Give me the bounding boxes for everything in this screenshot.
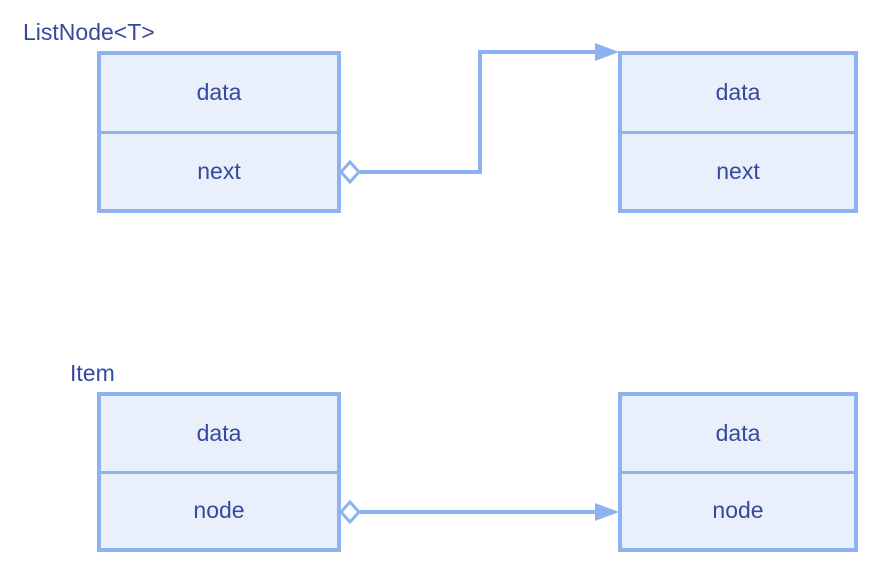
connector-listnode [338,43,619,185]
aggregation-diamond-icon [338,159,362,185]
listnode-box-left: data next [97,51,341,213]
field-node: node [622,470,854,549]
arrowhead-icon [595,43,619,61]
item-box-right: data node [618,392,858,552]
connector-line-listnode [360,50,595,174]
field-data: data [715,419,761,446]
connector-item [338,499,619,525]
field-data: data [196,79,242,106]
field-node: node [101,470,337,549]
arrowhead-icon [595,503,619,521]
field-data: data [196,419,242,446]
field-next: next [101,130,337,210]
field-data: data [715,79,761,106]
item-box-left: data node [97,392,341,552]
listnode-box-right: data next [618,51,858,213]
aggregation-diamond-icon [338,499,362,525]
class-label-item: Item [70,360,115,386]
class-label-listnode: ListNode<T> [23,19,155,45]
field-next: next [622,130,854,210]
